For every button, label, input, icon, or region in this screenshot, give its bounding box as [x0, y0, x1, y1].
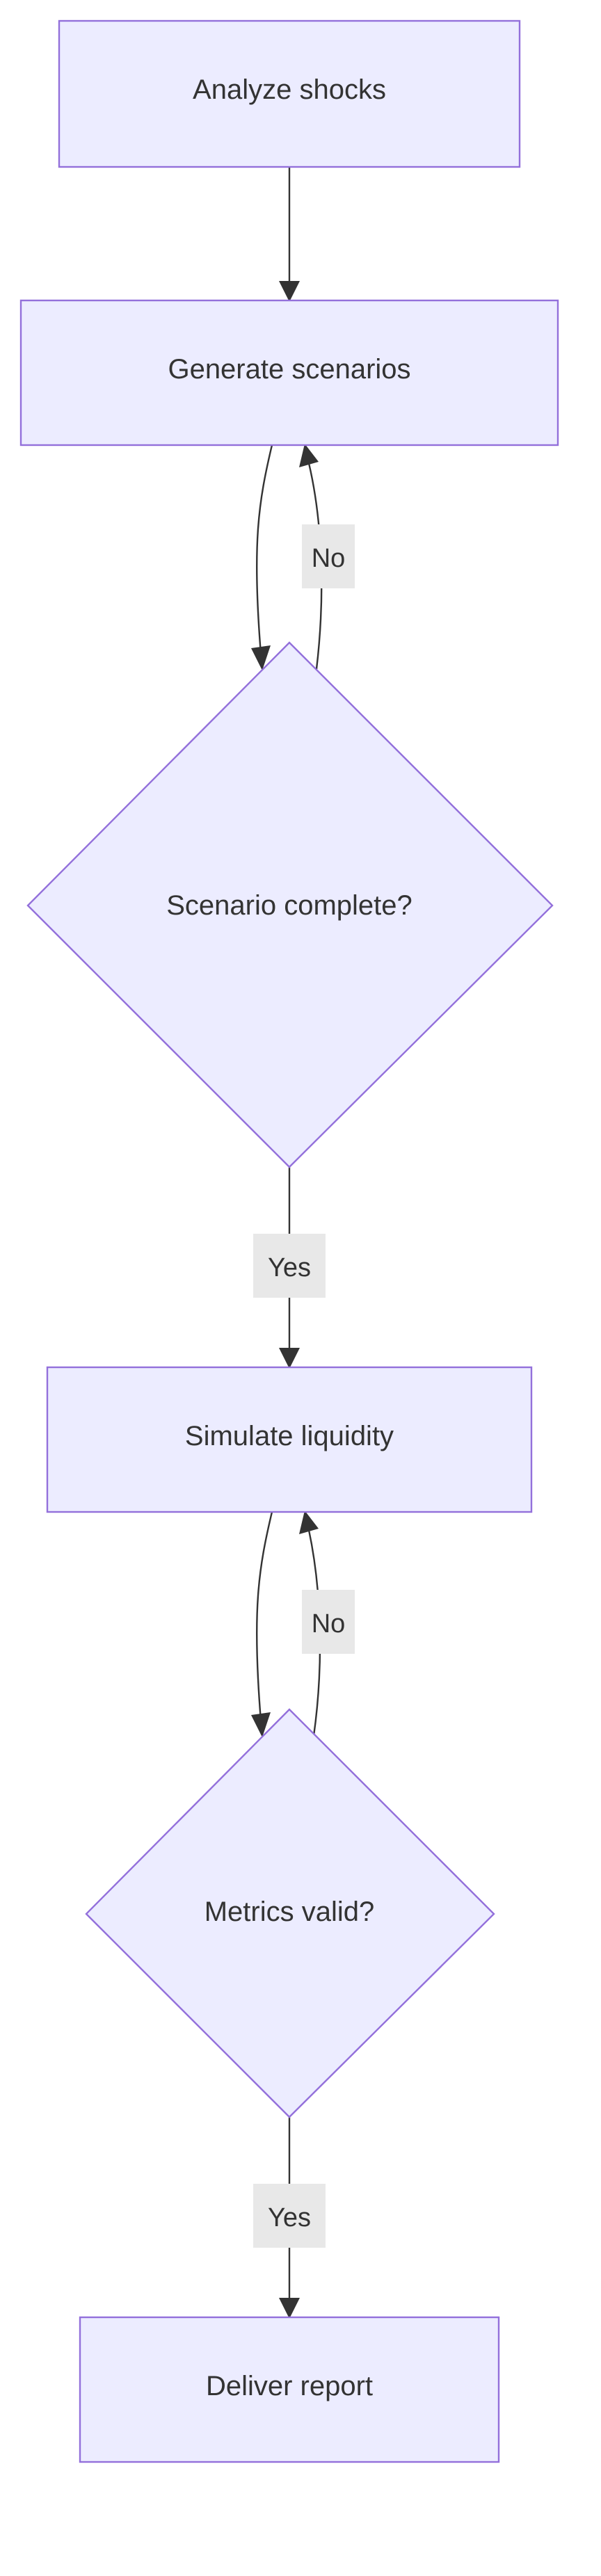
arrowhead: [279, 281, 300, 302]
node-label: Deliver report: [206, 2371, 373, 2401]
node-simulate-liquidity: Simulate liquidity: [46, 1366, 533, 1513]
decision-diamond: [26, 641, 554, 1168]
edge-label-bg: [253, 2184, 326, 2248]
node-label: Simulate liquidity: [185, 1421, 394, 1451]
arrowhead: [279, 1348, 300, 1369]
edge-label-metrics-no: No: [312, 1609, 346, 1639]
arrowhead: [251, 645, 271, 670]
arrowhead: [299, 444, 319, 467]
edge-label-metrics-yes: Yes: [268, 2203, 311, 2232]
decision-diamond: [85, 1708, 495, 2118]
node-deliver-report: Deliver report: [79, 2316, 500, 2463]
node-label: Analyze shocks: [193, 74, 386, 105]
edge-label-scenario-yes: Yes: [268, 1253, 311, 1282]
node-label: Metrics valid?: [205, 1897, 375, 1927]
edge-generate-to-scenario-check: [255, 444, 273, 654]
node-metrics-valid-decision: Metrics valid?: [85, 1708, 495, 2118]
edge-label-scenario-no: No: [312, 544, 346, 573]
node-box: [19, 299, 559, 446]
node-box: [46, 1366, 533, 1513]
edge-label-bg: [302, 1590, 355, 1654]
node-generate-scenarios: Generate scenarios: [19, 299, 559, 446]
edge-label-bg: [302, 524, 355, 588]
node-label: Generate scenarios: [168, 354, 410, 385]
node-scenario-complete-decision: Scenario complete?: [26, 641, 554, 1168]
edge-label-bg: [253, 1234, 326, 1298]
arrowhead: [251, 1712, 271, 1737]
arrowhead: [279, 2298, 300, 2319]
edge-simulate-to-metrics-check: [255, 1511, 273, 1721]
node-label: Scenario complete?: [166, 890, 412, 921]
node-box: [58, 19, 521, 168]
arrowhead: [299, 1511, 319, 1534]
node-box: [79, 2316, 500, 2463]
node-analyze-shocks: Analyze shocks: [58, 19, 521, 168]
